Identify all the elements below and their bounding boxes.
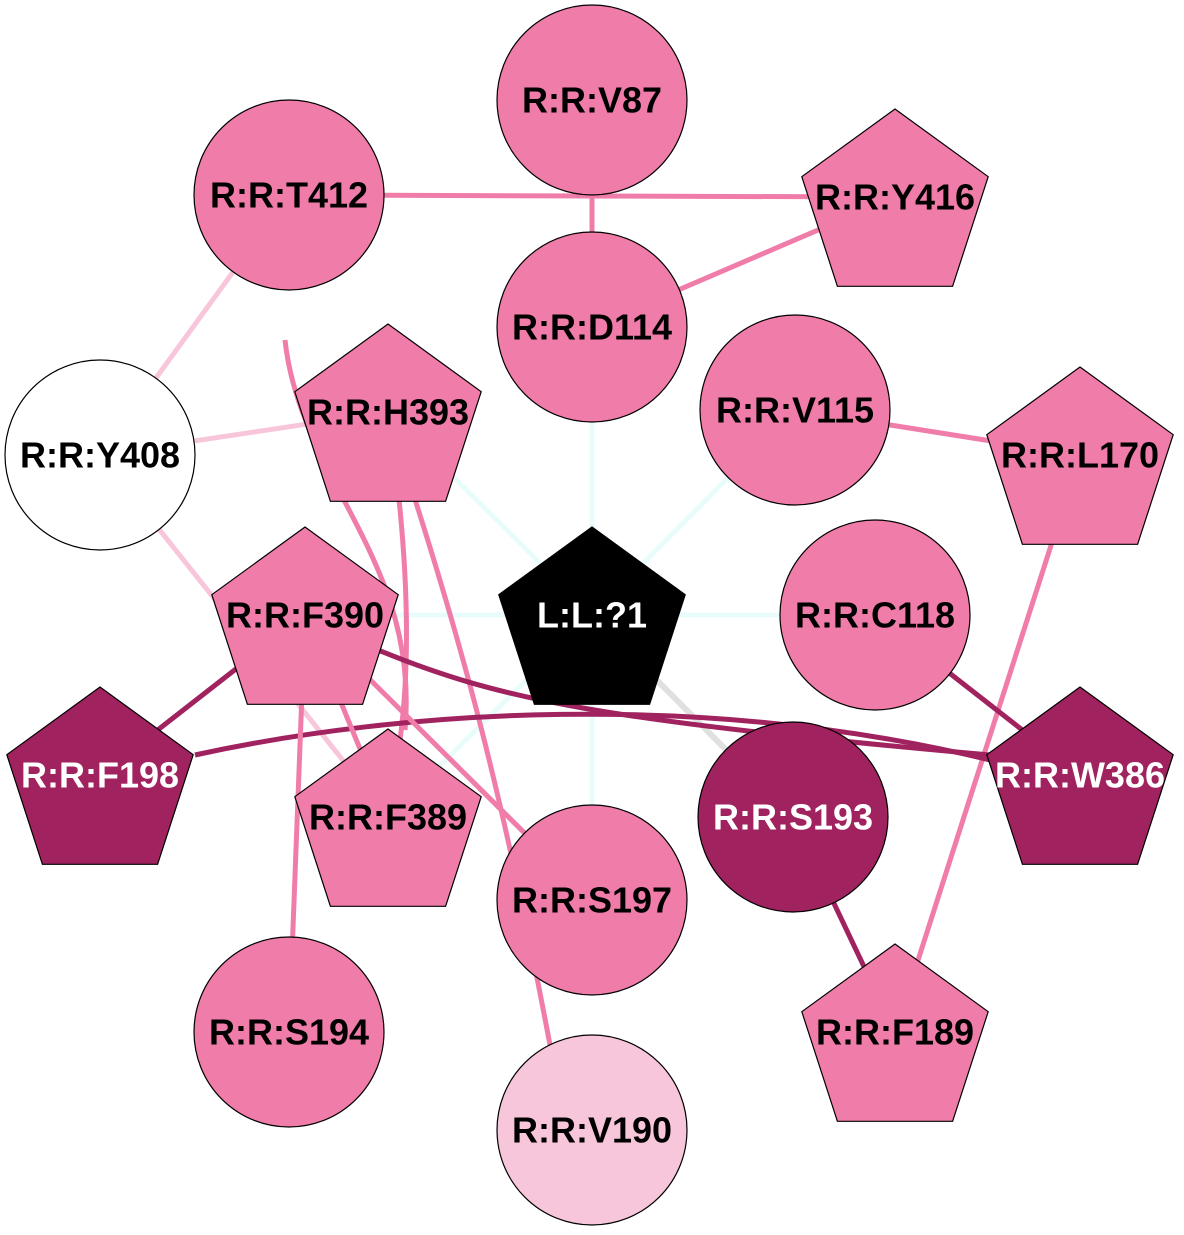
node-circle — [193, 936, 385, 1128]
edge-h393-f389 — [395, 489, 409, 741]
node-t412[interactable]: R:R:T412 — [193, 99, 385, 291]
node-circle — [193, 99, 385, 291]
node-v190[interactable]: R:R:V190 — [496, 1034, 688, 1226]
node-s193[interactable]: R:R:S193 — [697, 721, 889, 913]
node-y416[interactable]: R:R:Y416 — [801, 108, 989, 287]
node-f390[interactable]: R:R:F390 — [211, 526, 399, 705]
node-label: R:R:T412 — [210, 175, 368, 216]
node-pentagon — [498, 526, 686, 705]
node-label: R:R:S194 — [209, 1012, 369, 1053]
node-circle — [496, 804, 688, 996]
node-s197[interactable]: R:R:S197 — [496, 804, 688, 996]
node-pentagon — [211, 526, 399, 705]
node-pentagon — [801, 943, 989, 1122]
node-circle — [496, 231, 688, 423]
edge-f198-w386 — [194, 711, 991, 763]
node-l170[interactable]: R:R:L170 — [986, 366, 1174, 545]
node-c118[interactable]: R:R:C118 — [779, 519, 971, 711]
edge-l170-f189 — [892, 454, 1083, 1033]
node-pentagon — [294, 728, 482, 907]
node-label: R:R:W386 — [995, 755, 1165, 796]
node-label: R:R:V87 — [522, 80, 662, 121]
node-f389[interactable]: R:R:F389 — [294, 728, 482, 907]
node-d114[interactable]: R:R:D114 — [496, 231, 688, 423]
node-circle — [496, 4, 688, 196]
node-label: R:R:F389 — [309, 797, 467, 838]
node-pentagon — [294, 323, 482, 502]
node-label: R:R:Y408 — [20, 435, 180, 476]
node-label: R:R:F390 — [226, 595, 384, 636]
node-label: R:R:F198 — [21, 755, 179, 796]
node-y408[interactable]: R:R:Y408 — [4, 359, 196, 551]
node-w386[interactable]: R:R:W386 — [986, 686, 1174, 865]
node-pentagon — [986, 366, 1174, 545]
node-label: R:R:H393 — [307, 392, 469, 433]
node-v115[interactable]: R:R:V115 — [699, 314, 891, 506]
node-label: L:L:?1 — [537, 595, 647, 636]
node-f189[interactable]: R:R:F189 — [801, 943, 989, 1122]
node-pentagon — [801, 108, 989, 287]
node-label: R:R:F189 — [816, 1012, 974, 1053]
node-s194[interactable]: R:R:S194 — [193, 936, 385, 1128]
node-label: R:R:C118 — [795, 595, 955, 636]
node-v87[interactable]: R:R:V87 — [496, 4, 688, 196]
node-circle — [4, 359, 196, 551]
node-label: R:R:D114 — [512, 307, 672, 348]
node-lig[interactable]: L:L:?1 — [498, 526, 686, 705]
node-circle — [697, 721, 889, 913]
node-circle — [496, 1034, 688, 1226]
node-f198[interactable]: R:R:F198 — [6, 686, 194, 865]
node-label: R:R:S197 — [512, 880, 672, 921]
node-pentagon — [6, 686, 194, 865]
node-pentagon — [986, 686, 1174, 865]
node-h393[interactable]: R:R:H393 — [294, 323, 482, 502]
node-label: R:R:V115 — [716, 390, 874, 431]
node-label: R:R:L170 — [1001, 435, 1159, 476]
node-circle — [779, 519, 971, 711]
node-label: R:R:S193 — [713, 797, 873, 838]
node-label: R:R:Y416 — [815, 177, 975, 218]
node-label: R:R:V190 — [512, 1110, 672, 1151]
node-circle — [699, 314, 891, 506]
